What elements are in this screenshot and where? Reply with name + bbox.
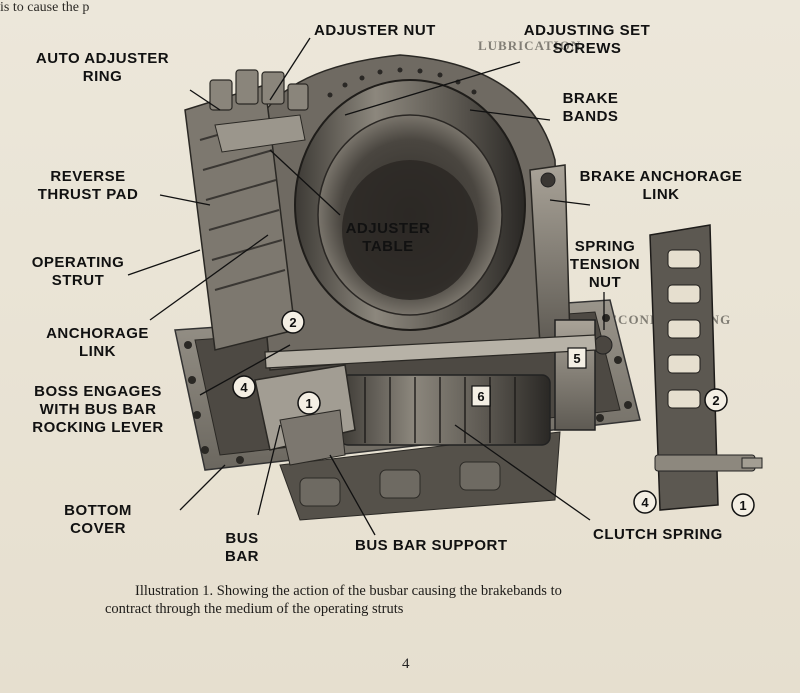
label-clutch-spring: CLUTCH SPRING bbox=[593, 526, 723, 543]
label-boss-engages-line2: WITH BUS BAR bbox=[39, 401, 157, 418]
label-anchorage-link-line2: LINK bbox=[79, 343, 116, 360]
label-brake-anchorage-link-line2: LINK bbox=[642, 186, 680, 203]
label-brake-bands: BRAKE BANDS bbox=[548, 90, 633, 126]
label-reverse-thrust-pad-line1: REVERSE bbox=[50, 168, 126, 185]
label-bottom-cover-line1: BOTTOM bbox=[64, 502, 132, 519]
label-bottom-cover: BOTTOM COVER bbox=[48, 502, 148, 538]
caption-line-2: contract through the medium of the opera… bbox=[105, 601, 404, 617]
illustration-caption: Illustration 1. Showing the action of th… bbox=[105, 582, 745, 618]
label-auto-adjuster-ring-line1: AUTO ADJUSTER bbox=[35, 50, 170, 67]
callout-6: 6 bbox=[477, 389, 484, 404]
label-bottom-cover-line2: COVER bbox=[70, 520, 126, 537]
label-adjuster-table-line1: ADJUSTER bbox=[345, 220, 431, 237]
gearbox-illustration: 2 4 1 5 6 2 1 4 bbox=[127, 37, 763, 536]
label-adjuster-table: ADJUSTER TABLE bbox=[333, 220, 443, 256]
callout-1: 1 bbox=[305, 396, 312, 411]
label-adjusting-set-screws-line2: SCREWS bbox=[552, 40, 622, 57]
caption-line-1: Illustration 1. Showing the action of th… bbox=[135, 583, 562, 599]
label-adjusting-set-screws-line1: ADJUSTING SET bbox=[523, 22, 651, 39]
label-bus-bar-line1: BUS bbox=[225, 530, 259, 547]
inset-callout-2: 2 bbox=[712, 393, 719, 408]
label-adjusting-set-screws: ADJUSTING SET SCREWS bbox=[512, 22, 662, 58]
label-spring-tension-nut-line3: NUT bbox=[588, 274, 622, 291]
label-adjuster-nut: ADJUSTER NUT bbox=[314, 22, 436, 39]
label-boss-engages-line3: ROCKING LEVER bbox=[32, 419, 164, 436]
inset-callout-1: 1 bbox=[739, 498, 746, 513]
label-spring-tension-nut-line2: TENSION bbox=[569, 256, 641, 273]
label-boss-engages: BOSS ENGAGES WITH BUS BAR ROCKING LEVER bbox=[18, 383, 178, 437]
top-text-fragment: is to cause the p bbox=[0, 0, 90, 15]
label-reverse-thrust-pad-line2: THRUST PAD bbox=[37, 186, 139, 203]
label-spring-tension-nut: SPRING TENSION NUT bbox=[555, 238, 655, 292]
label-auto-adjuster-ring-line2: RING bbox=[82, 68, 123, 85]
label-brake-bands-line2: BANDS bbox=[562, 108, 619, 125]
label-bus-bar-line2: BAR bbox=[225, 548, 259, 565]
label-adjuster-table-line2: TABLE bbox=[362, 238, 414, 255]
label-operating-strut: OPERATING STRUT bbox=[18, 254, 138, 290]
label-operating-strut-line1: OPERATING bbox=[31, 254, 125, 271]
callout-5: 5 bbox=[573, 351, 580, 366]
label-brake-bands-line1: BRAKE bbox=[562, 90, 619, 107]
label-anchorage-link: ANCHORAGE LINK bbox=[35, 325, 160, 361]
label-reverse-thrust-pad: REVERSE THRUST PAD bbox=[18, 168, 158, 204]
callout-2: 2 bbox=[289, 315, 296, 330]
label-bus-bar: BUS BAR bbox=[212, 530, 272, 566]
page-number: 4 bbox=[402, 656, 410, 672]
label-spring-tension-nut-line1: SPRING bbox=[574, 238, 636, 255]
label-auto-adjuster-ring: AUTO ADJUSTER RING bbox=[20, 50, 185, 86]
label-boss-engages-line1: BOSS ENGAGES bbox=[34, 383, 162, 400]
label-bus-bar-support: BUS BAR SUPPORT bbox=[355, 537, 508, 554]
label-brake-anchorage-link-line1: BRAKE ANCHORAGE bbox=[579, 168, 743, 185]
bleed-heading-lubrication: LUBRICATION bbox=[478, 38, 582, 53]
label-operating-strut-line2: STRUT bbox=[51, 272, 105, 289]
label-brake-anchorage-link: BRAKE ANCHORAGE LINK bbox=[566, 168, 756, 204]
label-anchorage-link-line1: ANCHORAGE bbox=[46, 325, 149, 342]
inset-callout-4: 4 bbox=[641, 495, 649, 510]
callout-4: 4 bbox=[240, 380, 248, 395]
